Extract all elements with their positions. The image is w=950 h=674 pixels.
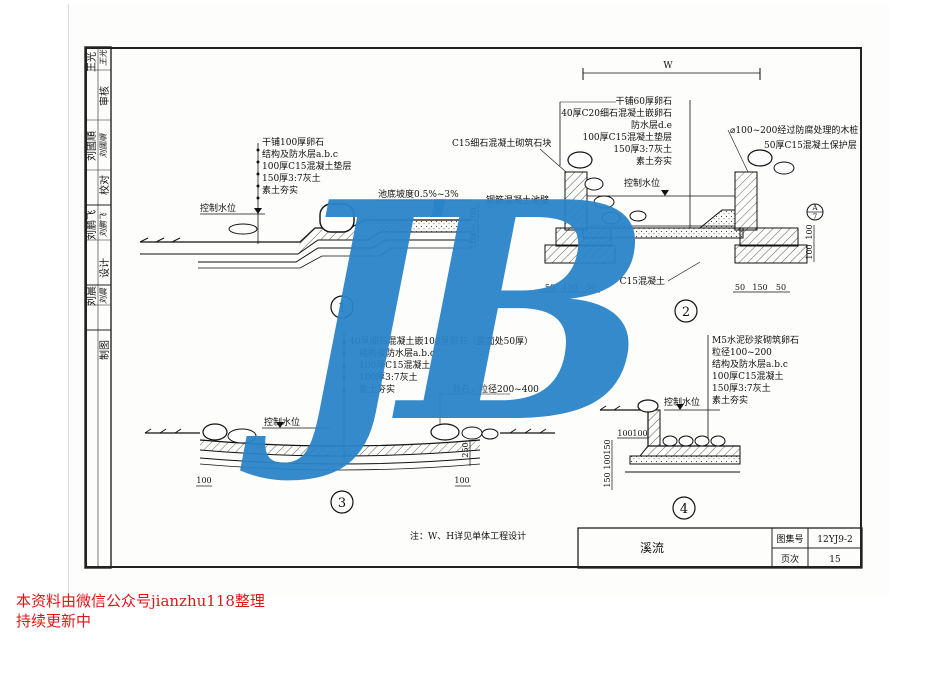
d1-note-4: 150厚3:7灰土 [262, 172, 321, 184]
signature-checker: 刘國順 [99, 132, 108, 158]
signature-table: 审核 校对 设计 制图 王光 刘國順 刘鹏飞 刘晨 王光 刘國順 刘鹏飞 刘晨 [84, 46, 112, 569]
name-checker: 刘國順 [86, 131, 98, 161]
d4-control-level: 控制水位 [664, 396, 700, 408]
footer-line-2: 持续更新中 [16, 612, 92, 630]
d4-note-4: 100厚C15混凝土 [712, 370, 784, 382]
detail-1: 控制水位 池底坡度0.5%~3% 干铺100厚卵石 结构及防水层a.b.c 10… [139, 136, 479, 319]
d2-dim-6: 50 [776, 283, 786, 292]
d4-note-6: 素土夯实 [712, 394, 748, 406]
name-designer: 刘鹏飞 [85, 210, 98, 240]
d2-section-mark-bottom: 7 [813, 213, 817, 221]
d4-note-3: 结构及防水层a.b.c [712, 358, 788, 370]
d2-dim-3: 50 [586, 283, 596, 292]
atlas-value: 12YJ9-2 [817, 535, 853, 545]
role-check: 校对 [98, 175, 111, 195]
signature-drafter: 刘晨 [99, 287, 108, 304]
d4-note-1: M5水泥砂浆砌筑卵石 [712, 334, 799, 346]
d1-dim-1: 150~200 [469, 207, 478, 244]
atlas-label: 图集号 [776, 533, 803, 545]
d3-note-2: 结构及防水层a.b.c [359, 347, 435, 359]
d2-note-4: 100厚C15混凝土垫层 [582, 131, 672, 143]
signature-reviewer: 王光 [99, 49, 108, 66]
d2-dim-1: 50 [545, 283, 555, 292]
d2-block-note: C15细石混凝土砌筑石块 [452, 137, 551, 149]
page-value: 15 [829, 555, 841, 565]
d2-dim-8: 100 [805, 244, 814, 259]
title-block: 溪流 图集号 12YJ9-2 页次 15 [577, 527, 863, 569]
d2-number-circle [674, 299, 698, 323]
jb-watermark: JB [236, 136, 643, 489]
d4-dim-3: 150 [603, 439, 612, 454]
d4-note-5: 150厚3:7灰土 [712, 382, 771, 394]
d1-note-1: 干铺100厚卵石 [262, 136, 324, 148]
d1-number-circle [330, 295, 354, 319]
d2-concrete: C15混凝土 [620, 275, 665, 287]
title-text: 溪流 [640, 541, 664, 555]
drawing-note: 注：W、H详见单体工程设计 [410, 530, 526, 542]
d4-note-2: 粒径100~200 [712, 346, 772, 358]
d2-note-6: 素土夯实 [636, 155, 672, 167]
d1-note-3: 100厚C15混凝土垫层 [262, 160, 352, 172]
drawing-frame [85, 47, 862, 568]
name-drafter: 刘晨 [86, 286, 98, 306]
d4-dim-2: 100 [632, 429, 647, 438]
d2-width-label: W [663, 61, 673, 71]
d4-dim-4: 100 [603, 454, 612, 469]
name-reviewer: 王光 [85, 52, 98, 72]
d3-dim-1: 250 [461, 442, 470, 457]
role-draw: 制图 [98, 340, 111, 360]
drawing-sheet [68, 4, 889, 596]
signature-designer: 刘鹏飞 [99, 212, 108, 237]
page-label: 页次 [781, 553, 799, 565]
d1-dim-2: 100 [469, 233, 478, 248]
detail-2: W 控制水位 干铺60厚卵石 40厚C20细石混凝土嵌卵石 防水层d.e 100… [452, 61, 858, 323]
role-design: 设计 [98, 258, 111, 278]
d2-number: 2 [682, 305, 690, 320]
d2-note-3: 防水层d.e [631, 119, 672, 131]
d1-note-2: 结构及防水层a.b.c [262, 148, 338, 160]
d3-dim-2: 100 [196, 476, 211, 485]
d2-dim-4: 50 [735, 283, 745, 292]
d2-right-note-1: ⌀100~200经过防腐处理的木桩 [730, 124, 858, 136]
d3-number: 3 [338, 496, 346, 511]
d3-note-1: 40厚细石混凝土嵌100厚卵石（露面处50厚） [349, 335, 533, 347]
d2-note-2: 40厚C20细石混凝土嵌卵石 [561, 107, 672, 119]
d2-dim-5: 150 [752, 283, 767, 292]
d2-right-note-2: 50厚C15混凝土保护层 [764, 139, 857, 151]
d3-note-4: 100厚3:7灰土 [359, 371, 418, 383]
footer-line-1: 本资料由微信公众号jianzhu118整理 [16, 592, 265, 610]
d4-number-circle [672, 496, 696, 520]
detail-4: 控制水位 M5水泥砂浆砌筑卵石 粒径100~200 结构及防水层a.b.c 10… [599, 334, 799, 520]
detail-3: 控制水位 40厚细石混凝土嵌100厚卵石（露面处50厚） 结构及防水层a.b.c… [144, 333, 555, 514]
d2-section-mark-top: A [811, 204, 818, 212]
d4-number: 4 [680, 502, 688, 517]
d3-pebble-note: 卵石，粒径200~400 [452, 383, 539, 395]
d3-note-5: 素土夯实 [359, 383, 395, 395]
d2-dim-2: 150 [562, 283, 577, 292]
d2-note-5: 150厚3:7灰土 [613, 143, 672, 155]
d4-dim-5: 150 [603, 472, 612, 487]
d1-control-level: 控制水位 [200, 202, 236, 214]
role-review: 审核 [98, 86, 111, 106]
d1-note-5: 素土夯实 [262, 184, 298, 196]
d1-slope: 池底坡度0.5%~3% [378, 188, 459, 200]
d3-control-level: 控制水位 [264, 416, 300, 428]
d4-dim-1: 100 [617, 429, 632, 438]
d2-note-1: 干铺60厚卵石 [616, 95, 672, 107]
d3-number-circle [330, 490, 354, 514]
d3-note-3: 100厚C15混凝土 [359, 359, 431, 371]
d1-number: 1 [338, 301, 346, 316]
d2-control-level: 控制水位 [624, 177, 660, 189]
d2-wall-note: 钢筋混凝土池壁 [486, 194, 549, 206]
d2-dim-7: 100 [805, 224, 814, 239]
d3-dim-3: 100 [454, 476, 469, 485]
